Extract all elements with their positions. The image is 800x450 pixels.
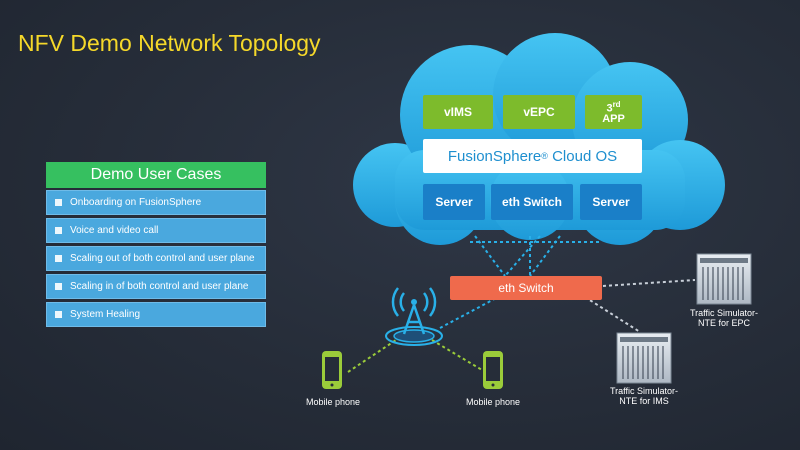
use-cases-panel: Demo User Cases Onboarding on FusionSphe…: [46, 162, 266, 330]
vepc-box: vEPC: [503, 95, 575, 129]
mobile-phone-icon: [322, 351, 342, 389]
page-title: NFV Demo Network Topology: [18, 30, 321, 56]
cloud-os-name: FusionSphere: [447, 147, 542, 165]
server-box: Server: [423, 184, 485, 220]
use-case-label: Voice and video call: [70, 225, 159, 236]
mobile-phone-icon: [483, 351, 503, 389]
antenna-icon: [385, 287, 443, 346]
simulator-ims-label: Traffic Simulator- NTE for IMS: [609, 386, 678, 406]
phone-label: Mobile phone: [305, 397, 361, 407]
third-app-box: 3rd APP: [585, 95, 642, 129]
use-case-item[interactable]: System Healing: [46, 302, 266, 327]
use-case-item[interactable]: Voice and video call: [46, 218, 266, 243]
cloud-eth-switch-box: eth Switch: [491, 184, 573, 220]
bullet-icon: [55, 283, 62, 290]
use-case-label: Scaling out of both control and user pla…: [70, 253, 255, 264]
use-case-label: Onboarding on FusionSphere: [70, 197, 202, 208]
bullet-icon: [55, 199, 62, 206]
third-app-number: 3rd: [606, 100, 621, 115]
use-cases-header: Demo User Cases: [46, 162, 266, 188]
phone-links: [347, 339, 483, 373]
use-case-item[interactable]: Onboarding on FusionSphere: [46, 190, 266, 215]
bullet-icon: [55, 227, 62, 234]
simulator-epc-label: Traffic Simulator- NTE for EPC: [689, 308, 758, 328]
eth-switch-box: eth Switch: [450, 276, 602, 300]
cloud-os-suffix: Cloud OS: [547, 147, 618, 165]
server-rack-icon: [696, 253, 752, 305]
phone-label: Mobile phone: [465, 397, 521, 407]
use-case-label: System Healing: [70, 309, 141, 320]
use-case-item[interactable]: Scaling out of both control and user pla…: [46, 246, 266, 271]
cloud-os-box: FusionSphere® Cloud OS: [423, 139, 642, 173]
cloud-switch-links: [470, 235, 600, 277]
server-rack-icon: [616, 332, 672, 384]
bullet-icon: [55, 311, 62, 318]
switch-simulator-links: [584, 279, 696, 333]
use-case-item[interactable]: Scaling in of both control and user plan…: [46, 274, 266, 299]
third-app-label: APP: [602, 112, 625, 125]
bullet-icon: [55, 255, 62, 262]
vims-box: vIMS: [423, 95, 493, 129]
registered-mark: ®: [541, 151, 548, 161]
server-box: Server: [580, 184, 642, 220]
use-case-label: Scaling in of both control and user plan…: [70, 281, 249, 292]
antenna-switch-link: [439, 295, 501, 329]
